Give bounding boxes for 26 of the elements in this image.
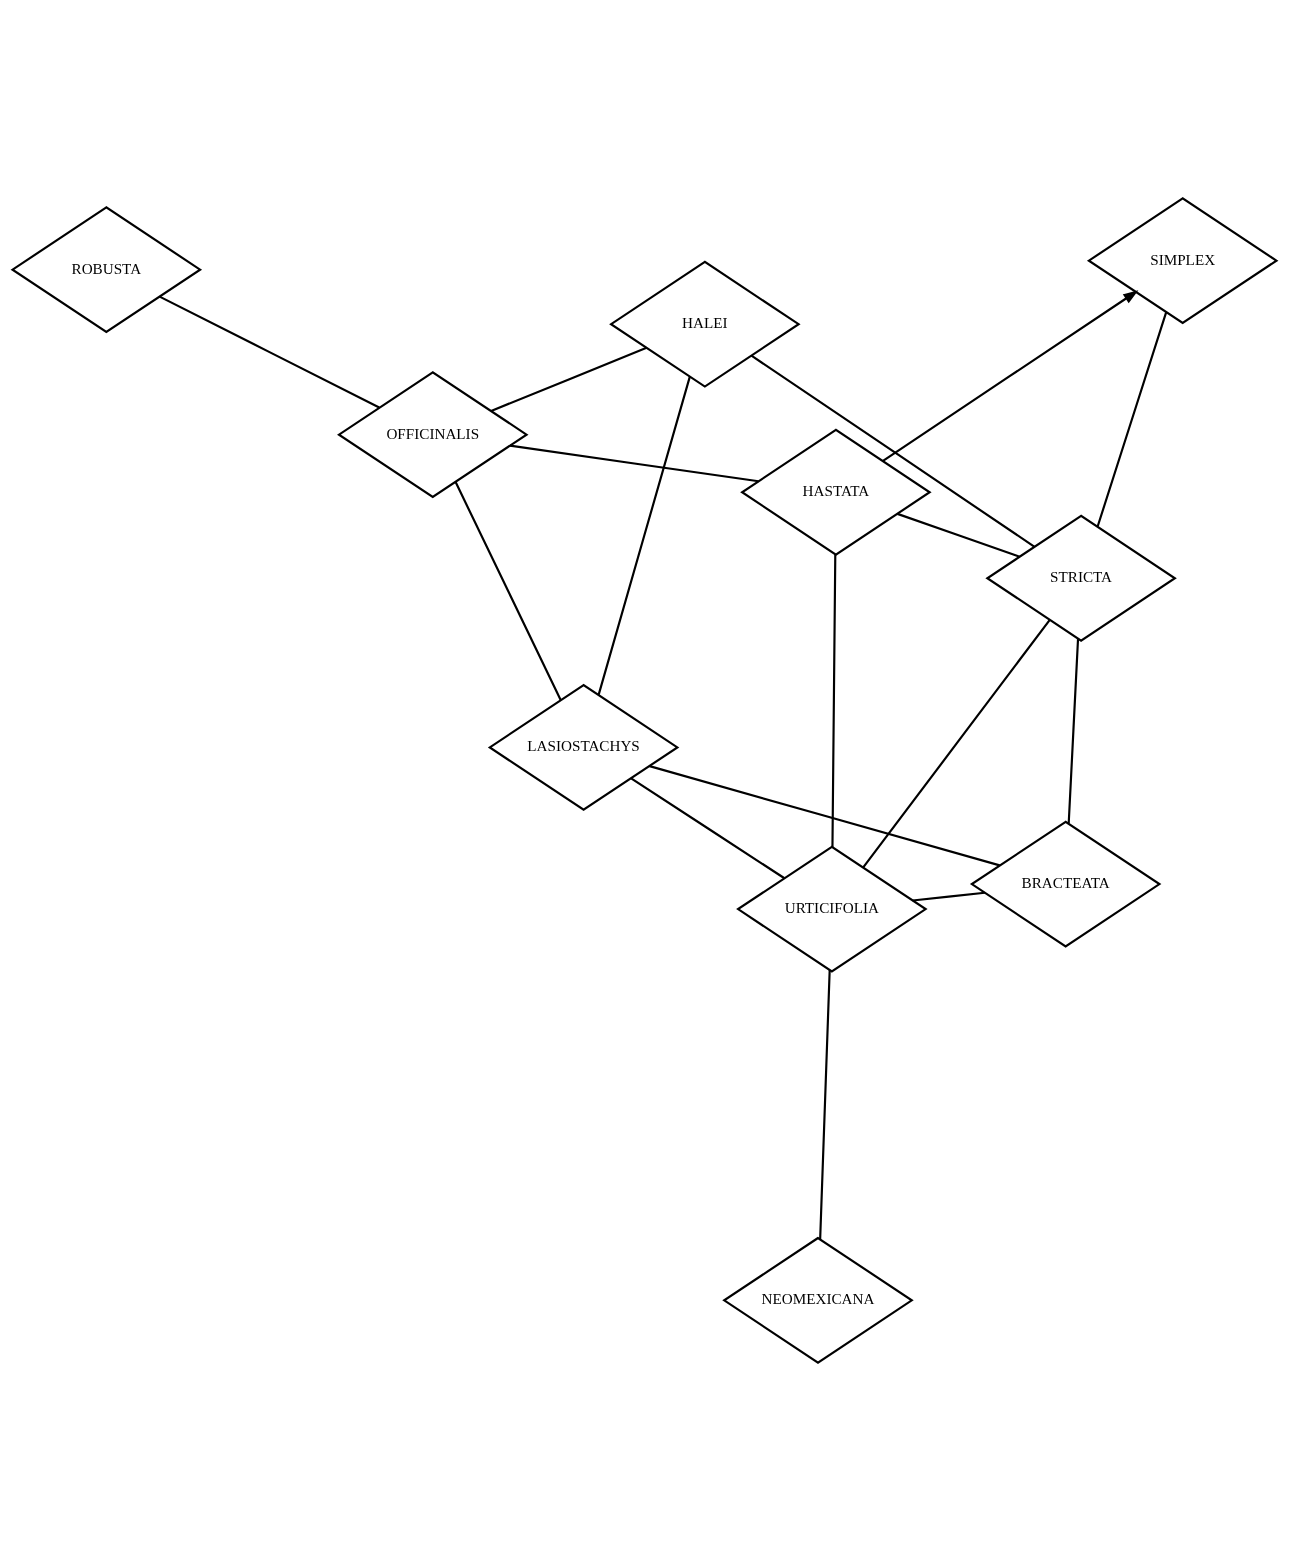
- connector: [159, 295, 380, 409]
- connector: [831, 553, 837, 847]
- node-diamond: HALEI: [609, 260, 801, 388]
- arrow: [882, 289, 1139, 462]
- connector: [1067, 638, 1080, 823]
- connector: [1096, 311, 1168, 527]
- connector: [750, 354, 1035, 547]
- connector: [454, 481, 562, 700]
- node-diamond: NEOMEXICANA: [722, 1236, 914, 1364]
- connector: [912, 891, 985, 902]
- node-diamond: URTICIFOLIA: [736, 844, 928, 973]
- node-diamond: ROBUSTA: [10, 205, 203, 333]
- connector: [862, 618, 1051, 868]
- node-diamond: BRACTEATA: [969, 819, 1162, 948]
- node-diamond: SIMPLEX: [1086, 196, 1279, 324]
- connector: [630, 777, 786, 879]
- connector: [597, 375, 691, 695]
- connector: [649, 764, 1000, 866]
- node-diamond: HASTATA: [740, 428, 932, 556]
- connector: [897, 512, 1020, 558]
- connector: [490, 346, 647, 412]
- node-diamond: LASIOSTACHYS: [487, 683, 680, 811]
- node-diamond: STRICTA: [985, 514, 1177, 642]
- connector: [819, 969, 831, 1239]
- connector: [509, 444, 759, 482]
- node-diamond: OFFICINALIS: [337, 370, 529, 498]
